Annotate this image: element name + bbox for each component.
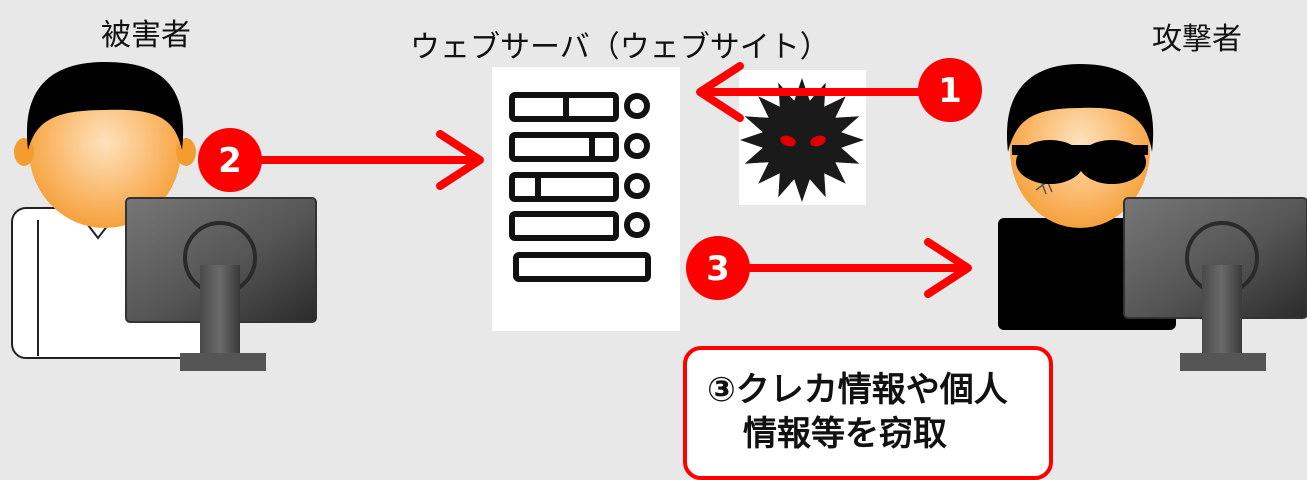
- step3-number: 3: [706, 249, 730, 289]
- server-icon: [492, 67, 680, 331]
- arrow-step2: [230, 130, 484, 190]
- victim-monitor-icon: [125, 197, 317, 371]
- victim-label: 被害者: [101, 18, 191, 53]
- sunglasses-icon: [1012, 140, 1148, 184]
- arrow-step3: [720, 238, 972, 298]
- callout-line2: 情報等を窃取: [743, 414, 947, 454]
- step1-badge: 1: [918, 58, 982, 122]
- callout-line1: ③クレカ情報や個人: [707, 370, 1008, 410]
- diagram-canvas: 1 2 3: [11, 58, 1307, 371]
- attacker-label: 攻撃者: [1152, 22, 1242, 57]
- callout-text: ③クレカ情報や個人 情報等を窃取: [707, 368, 1008, 456]
- callout-box: ③クレカ情報や個人 情報等を窃取: [683, 346, 1053, 480]
- server-label: ウェブサーバ（ウェブサイト）: [410, 30, 830, 65]
- arrow-step1: [696, 62, 940, 122]
- step2-badge: 2: [198, 128, 262, 192]
- step2-number: 2: [218, 141, 242, 181]
- step1-number: 1: [938, 71, 962, 111]
- attacker-monitor-icon: [1123, 197, 1307, 371]
- step3-badge: 3: [686, 236, 750, 300]
